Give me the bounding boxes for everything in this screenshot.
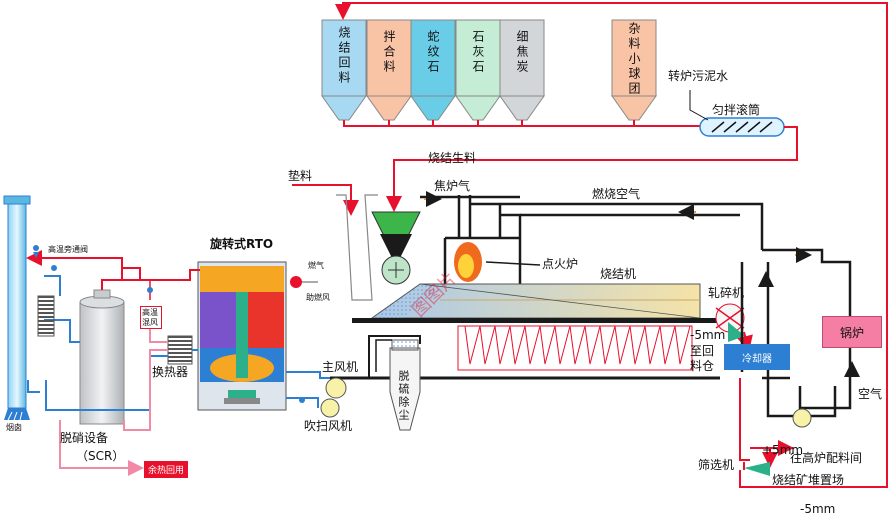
bin-label-4: 石灰石 xyxy=(471,30,485,75)
sludge-label: 转炉污泥水 xyxy=(668,69,729,83)
mixing-drum xyxy=(699,117,785,137)
aux-air-label: 助燃风 xyxy=(306,293,330,302)
boiler-box: 锅炉 xyxy=(822,316,882,348)
screen-label: 筛选机 xyxy=(698,458,735,472)
bin-label-1: 烧结回料 xyxy=(337,26,351,86)
blast-furnace-label: 往高炉配料间 xyxy=(790,451,863,465)
sinter-raw-label: 烧结生料 xyxy=(428,151,477,165)
bin-group xyxy=(321,19,657,121)
high-temp-air-label: 高温混风 xyxy=(140,306,162,330)
return-bin-label: -5mm 至回 料仓 xyxy=(690,328,726,374)
sinter-machine-label: 烧结机 xyxy=(600,267,637,281)
cooler-box: 冷却器 xyxy=(724,344,790,370)
crusher-label: 轧碎机 xyxy=(708,286,745,300)
rto-label: 旋转式RTO xyxy=(210,237,274,251)
bin-label-5: 细焦炭 xyxy=(515,30,529,75)
ignition-flame xyxy=(454,242,541,282)
drum-label: 匀拌滚筒 xyxy=(712,103,761,117)
return-loop-line xyxy=(335,2,888,488)
bin-label-6: 杂料小球团 xyxy=(627,22,641,97)
minus5-bottom-label: -5mm xyxy=(800,502,836,516)
bin-label-3: 蛇纹石 xyxy=(426,30,440,75)
crusher xyxy=(715,303,753,352)
gas-label: 燃气 xyxy=(308,261,324,270)
wind-boxes xyxy=(457,325,693,371)
sinter-bed xyxy=(352,283,732,323)
plus5-label: +5mm xyxy=(762,443,804,457)
bedding-label: 垫料 xyxy=(288,169,313,183)
feed-hopper xyxy=(371,211,421,285)
purge-fan-shape xyxy=(320,398,340,418)
purge-fan-label: 吹扫风机 xyxy=(304,419,353,433)
main-fan-shape xyxy=(325,377,347,399)
scr-label: 脱硝设备 xyxy=(60,431,109,445)
combustion-air-label: 燃烧空气 xyxy=(592,187,641,201)
desulfurizer xyxy=(389,339,421,431)
heat-exchanger-shape xyxy=(167,335,193,365)
coke-gas-label: 焦炉气 xyxy=(434,179,471,193)
chimney-shape xyxy=(3,195,31,421)
yard-label: 烧结矿堆置场 xyxy=(772,473,845,487)
rto-unit xyxy=(197,261,287,411)
heat-exchanger-label: 换热器 xyxy=(152,365,189,379)
chimney-label: 烟囱 xyxy=(6,423,22,432)
scr-sub-label: （SCR） xyxy=(76,449,125,463)
scr-tower-shape xyxy=(79,289,125,425)
ignition-label: 点火炉 xyxy=(542,257,579,271)
air-label: 空气 xyxy=(858,387,883,401)
waste-heat-box: 余热回用 xyxy=(144,461,189,478)
bin-label-2: 拌合料 xyxy=(382,30,396,75)
main-fan-label: 主风机 xyxy=(322,360,359,374)
screen-device xyxy=(744,462,770,476)
bypass-valve-label: 高温旁通阀 xyxy=(48,245,88,254)
desulf-label: 脱硫除尘 xyxy=(397,370,410,422)
valve-icons xyxy=(33,245,305,403)
